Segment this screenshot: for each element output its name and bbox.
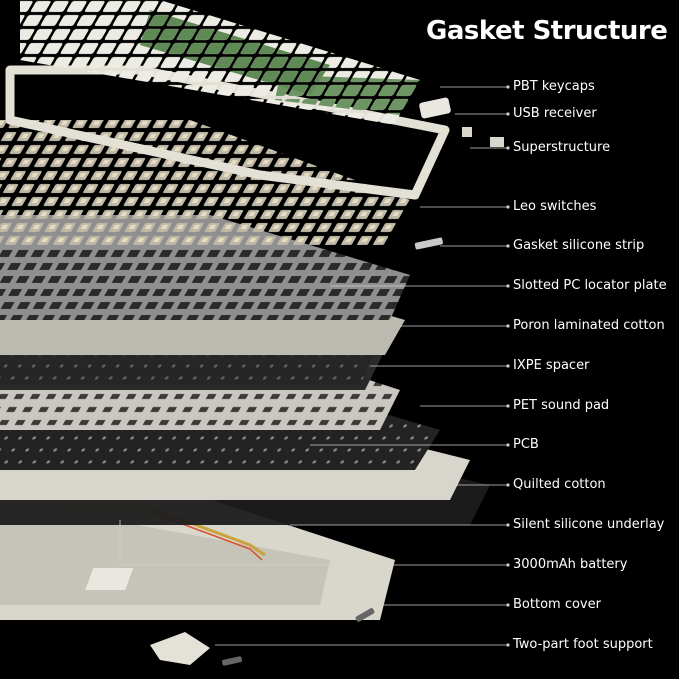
leader-dot-pcb [506,443,510,447]
leader-dot-foot-support [506,643,510,647]
label-bottom-cover: Bottom cover [513,597,601,612]
usb-receiver-shape [419,97,451,119]
leader-dot-poron-laminated-cotton [506,324,510,328]
label-pcb: PCB [513,437,539,452]
leader-dot-slotted-pc-locator-plate [506,284,510,288]
foot-support-shape [150,632,210,665]
label-ixpe-spacer: IXPE spacer [513,358,590,373]
leader-dot-usb-receiver [506,112,510,116]
label-quilted-cotton: Quilted cotton [513,477,606,492]
leader-dot-silent-silicone-underlay [506,523,510,527]
leader-dot-bottom-cover [506,603,510,607]
label-pet-sound-pad: PET sound pad [513,398,610,413]
leader-dot-quilted-cotton [506,483,510,487]
label-foot-support: Two-part foot support [513,637,653,652]
leader-dot-ixpe-spacer [506,364,510,368]
leader-dot-gasket-silicone-strip [506,244,510,248]
label-leo-switches: Leo switches [513,199,597,214]
label-slotted-pc-locator-plate: Slotted PC locator plate [513,278,667,293]
leader-lines [119,85,510,647]
label-pbt-keycaps: PBT keycaps [513,79,595,94]
leader-dot-pet-sound-pad [506,404,510,408]
label-poron-laminated-cotton: Poron laminated cotton [513,318,665,333]
leader-line-battery [119,520,508,566]
label-usb-receiver: USB receiver [513,106,597,121]
label-superstructure: Superstructure [513,140,611,155]
gasket-strip-shape [414,237,443,250]
leader-dot-superstructure [506,146,510,150]
page-title: Gasket Structure [426,16,668,46]
leader-dot-battery [506,563,510,567]
leader-dot-pbt-keycaps [506,85,510,89]
leader-dot-leo-switches [506,205,510,209]
label-battery: 3000mAh battery [513,557,628,572]
leo-switches-shape [0,120,410,245]
label-silent-silicone-underlay: Silent silicone underlay [513,517,665,532]
label-gasket-silicone-strip: Gasket silicone strip [513,238,645,253]
